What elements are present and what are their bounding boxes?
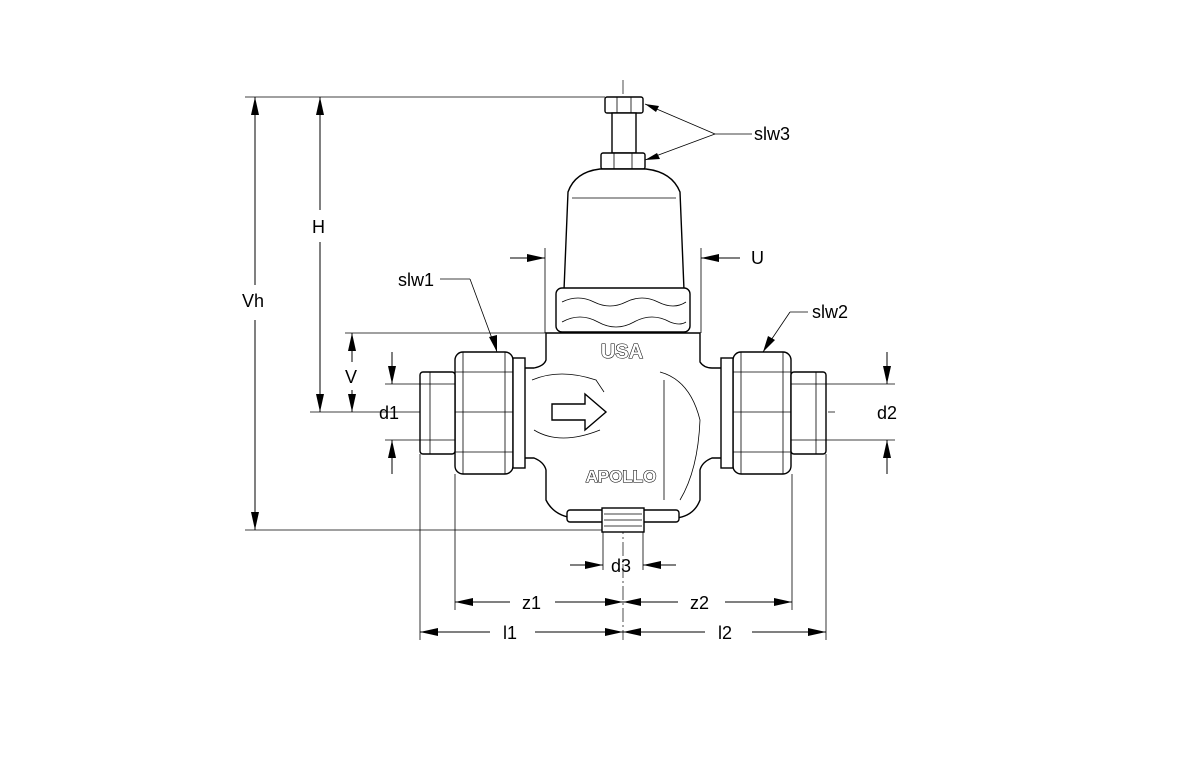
label-d3: d3 (611, 556, 631, 576)
label-slw1: slw1 (398, 270, 434, 290)
label-h: H (312, 217, 325, 237)
label-vh: Vh (242, 291, 264, 311)
body-marking-usa: USA (601, 341, 643, 363)
label-v: V (345, 367, 357, 387)
label-z2: z2 (690, 593, 709, 613)
label-l1: l1 (503, 623, 517, 643)
dimension-lines (245, 96, 895, 640)
body-marking-brand: APOLLO (586, 467, 657, 486)
label-slw2: slw2 (812, 302, 848, 322)
leaders (440, 103, 808, 353)
label-z1: z1 (522, 593, 541, 613)
label-slw3: slw3 (754, 124, 790, 144)
label-l2: l2 (718, 623, 732, 643)
dimension-labels: slw3 slw1 slw2 H Vh U V d1 d2 d3 z1 z2 l… (242, 124, 897, 643)
label-d1: d1 (379, 403, 399, 423)
label-u: U (751, 248, 764, 268)
label-d2: d2 (877, 403, 897, 423)
valve-body: USA APOLLO (419, 96, 827, 533)
